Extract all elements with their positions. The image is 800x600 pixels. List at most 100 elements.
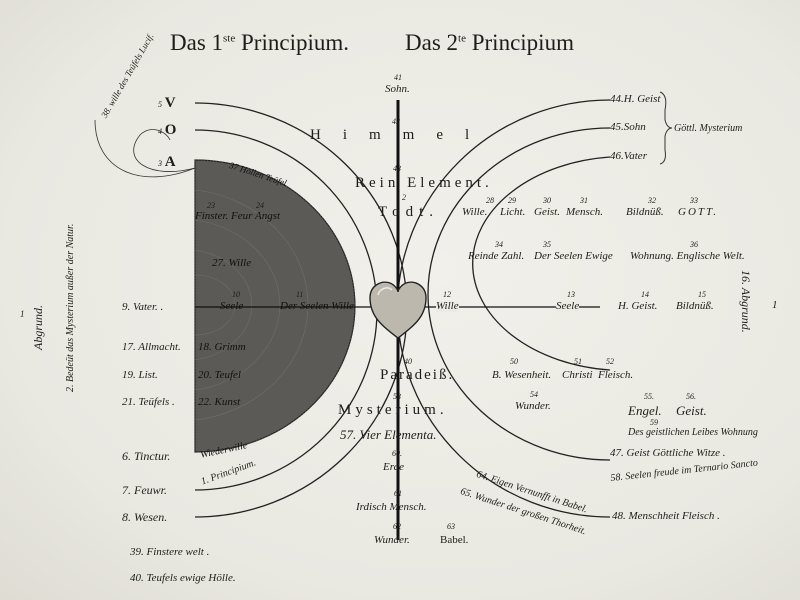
right-vater-num: 46. bbox=[610, 150, 624, 162]
num-51: 51 bbox=[574, 357, 582, 366]
letter-v-num: 5 bbox=[158, 100, 162, 109]
title-second-principium: Das 2te Principium bbox=[405, 30, 574, 56]
title-second-text: Das 2 bbox=[405, 30, 459, 55]
row2-englische-welt: Wohnung. Englische Welt. bbox=[630, 250, 745, 262]
right-hgeist-num: 44. bbox=[610, 93, 624, 105]
axis-mysterium: Mysterium. bbox=[338, 402, 448, 418]
num-28: 28 bbox=[486, 196, 494, 205]
row4-wesenheit: B. Wesenheit. bbox=[492, 369, 552, 381]
num-52: 52 bbox=[606, 357, 614, 366]
num-50: 50 bbox=[510, 357, 518, 366]
lucifer-will-curve-outer bbox=[94, 119, 196, 178]
title-first-rest: Principium. bbox=[235, 30, 349, 55]
dark-teufel: 20. Teufel bbox=[198, 369, 241, 381]
row2-reinde-zahl: Reinde Zahl. bbox=[468, 250, 525, 262]
left-mysterium-note: 2. Bedeüt das Mysterium außer der Natur. bbox=[65, 224, 76, 392]
dark-finster-feur-angst: Finster. Feur Angst bbox=[195, 210, 281, 222]
letter-a-num: 3 bbox=[158, 159, 162, 168]
left-abgrund: Abgrund. bbox=[31, 305, 45, 350]
row4-christi: Christi bbox=[562, 369, 593, 381]
num-55: 55. bbox=[644, 392, 654, 401]
right-abgrund: 16. Abgrund. bbox=[739, 270, 753, 333]
dark-seelen-wille: Der Seelen Wille bbox=[280, 300, 354, 312]
dark-disc-texture bbox=[194, 159, 356, 453]
right-vater: 46.Vater bbox=[610, 151, 647, 162]
left-wesen: 8. Wesen. bbox=[122, 510, 168, 524]
num-2: 2 bbox=[402, 193, 406, 202]
num-59: 59 bbox=[650, 418, 658, 427]
axis-sohn: Sohn. bbox=[385, 83, 410, 95]
row1-licht: Licht. bbox=[500, 206, 526, 218]
title-first-sup: ste bbox=[223, 32, 236, 45]
num-53: 53 bbox=[393, 392, 401, 401]
num-29: 29 bbox=[508, 196, 516, 205]
lower-geist: Geist. bbox=[676, 403, 707, 418]
letter-o-num: 4 bbox=[158, 127, 162, 136]
row3-wille: Wille bbox=[436, 300, 459, 312]
num-43: 43 bbox=[393, 164, 401, 173]
row1-wille: Wille. bbox=[462, 206, 488, 218]
lower-leibes-wohnung: Des geistlichen Leibes Wohnung bbox=[628, 427, 758, 438]
arc-sohn-seelenfreude bbox=[427, 127, 611, 461]
dark-seele: Seele bbox=[220, 300, 244, 312]
lower-goettliche-witze: 47. Geist Göttliche Witze . bbox=[610, 447, 726, 459]
row4-fleisch: Fleisch. bbox=[598, 369, 634, 381]
right-hgeist-text: H. Geist bbox=[623, 93, 661, 105]
heart-highlight bbox=[377, 287, 393, 296]
left-abgrund-text: Abgrund. bbox=[31, 305, 45, 350]
num-23: 23 bbox=[207, 201, 215, 210]
num-63: 63 bbox=[447, 522, 455, 531]
left-vater: 9. Vater. . bbox=[122, 301, 164, 313]
lower-menschheit-fleisch: 48. Menschheit Fleisch . bbox=[612, 510, 720, 522]
right-sohn: 45.Sohn bbox=[610, 122, 646, 133]
num-12: 12 bbox=[443, 290, 451, 299]
num-35: 35 bbox=[543, 240, 551, 249]
axis-irdisch-mensch: Irdisch Mensch. bbox=[356, 501, 427, 513]
arc-vater-witze bbox=[472, 156, 611, 371]
left-list: 19. List. bbox=[122, 369, 158, 381]
left-teufels: 21. Teüfels . bbox=[122, 396, 175, 408]
axis-rein-element: Rein Element. bbox=[355, 175, 493, 191]
title-first-principium: Das 1ste Principium. bbox=[170, 30, 349, 56]
brace bbox=[659, 91, 673, 165]
lower-engel: Engel. bbox=[628, 403, 662, 418]
num-42: 42 bbox=[392, 117, 400, 126]
num-56: 56. bbox=[686, 392, 696, 401]
letter-o-text: O bbox=[164, 122, 177, 138]
dark-disc-rings bbox=[194, 189, 309, 421]
left-allmacht: 17. Allmacht. bbox=[122, 341, 181, 353]
heart-icon bbox=[369, 281, 427, 339]
axis-himmel: Himmel bbox=[310, 127, 492, 143]
num-61: 61 bbox=[394, 489, 402, 498]
axis-paradeis: Paradeiß. bbox=[380, 367, 455, 383]
letter-v: 5 V bbox=[158, 96, 176, 111]
row2-seelen-ewige: Der Seelen Ewige bbox=[534, 250, 613, 262]
num-41: 41 bbox=[394, 73, 402, 82]
dark-grimm: 18. Grimm bbox=[198, 341, 246, 353]
num-11: 11 bbox=[296, 290, 304, 299]
row1-geist: Geist. bbox=[534, 206, 560, 218]
letter-a: 3 A bbox=[158, 155, 176, 170]
right-abgrund-number: 1 bbox=[772, 299, 778, 311]
row3-hgeist: H. Geist. bbox=[618, 300, 658, 312]
num-31: 31 bbox=[580, 196, 588, 205]
num-34: 34 bbox=[495, 240, 503, 249]
num-32: 32 bbox=[648, 196, 656, 205]
left-teufels-hoelle: 40. Teufels ewige Hölle. bbox=[130, 572, 236, 584]
row3-bildnuess: Bildnüß. bbox=[676, 300, 714, 312]
dark-kunst: 22. Kunst bbox=[198, 396, 241, 408]
row3-seele: Seele bbox=[556, 300, 580, 312]
row1-gott: GOTT. bbox=[678, 206, 719, 218]
title-second-sup: te bbox=[458, 32, 466, 45]
axis-wunder: Wunder. bbox=[374, 534, 410, 546]
num-33: 33 bbox=[690, 196, 698, 205]
row1-bildnuess: Bildnüß. bbox=[626, 206, 664, 218]
num-62: 62 bbox=[393, 522, 401, 531]
axis-erde: Erde bbox=[383, 461, 404, 473]
num-24: 24 bbox=[256, 201, 264, 210]
num-15: 15 bbox=[698, 290, 706, 299]
title-second-rest: Principium bbox=[465, 30, 574, 55]
num-10: 10 bbox=[232, 290, 240, 299]
letter-o: 4 O bbox=[158, 123, 176, 138]
